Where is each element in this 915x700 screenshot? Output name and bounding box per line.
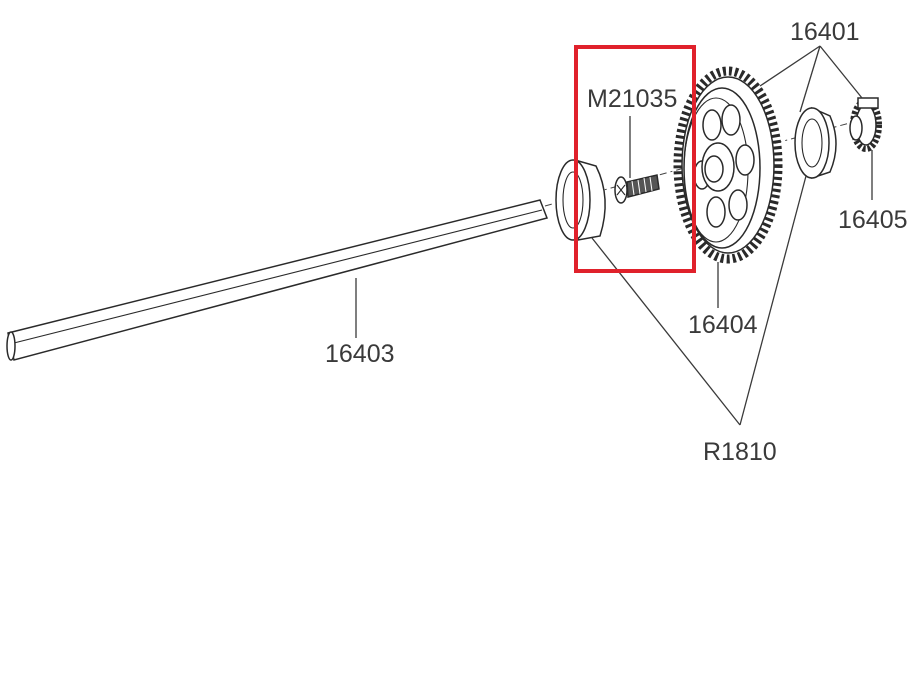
pinion-16405[interactable] (849, 97, 882, 152)
shaft-16403[interactable] (6, 199, 549, 361)
label-16403: 16403 (325, 340, 395, 368)
highlight-box (574, 45, 696, 273)
label-m21035: M21035 (587, 85, 677, 113)
label-16401: 16401 (790, 18, 860, 46)
screw-m21035[interactable] (614, 174, 660, 204)
bearing-r1810-left[interactable] (555, 158, 606, 241)
spur-gear-16404[interactable] (673, 66, 783, 264)
label-16405: 16405 (838, 206, 908, 234)
label-r1810: R1810 (703, 438, 777, 466)
label-16404: 16404 (688, 311, 758, 339)
bearing-r1810-right[interactable] (794, 106, 837, 180)
